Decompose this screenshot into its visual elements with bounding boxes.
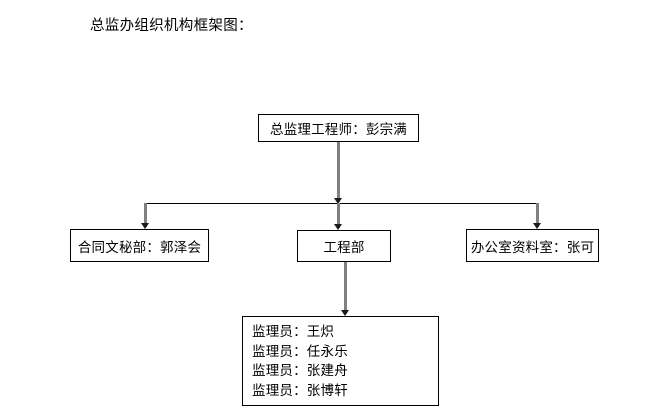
list-item: 监理员：张建舟 <box>252 363 348 379</box>
list-item: 监理员：王炽 <box>252 324 335 340</box>
node-office-archive-room: 办公室资料室：张可 <box>466 229 599 262</box>
arrowhead-engineering-dept-icon <box>334 224 342 230</box>
arrowhead-supervisors-icon <box>341 310 349 316</box>
connector-to-contract-dept <box>144 203 147 227</box>
node-label: 总监理工程师：彭宗满 <box>270 122 407 138</box>
node-chief-supervisor-engineer: 总监理工程师：彭宗满 <box>258 114 419 142</box>
connector-distribution-bar <box>145 203 538 204</box>
connector-to-office-archive <box>536 203 539 227</box>
node-supervisor-list: 监理员：王炽 监理员：任永乐 监理员：张建舟 监理员：张博轩 <box>242 316 439 406</box>
list-item: 监理员：张博轩 <box>252 382 348 399</box>
node-label: 合同文秘部：郭泽会 <box>77 239 202 256</box>
node-engineering-dept: 工程部 <box>297 230 391 262</box>
node-label: 办公室资料室：张可 <box>470 239 595 256</box>
connector-to-engineering-dept <box>337 203 340 228</box>
list-item: 监理员：任永乐 <box>252 343 348 360</box>
arrowhead-root-down-icon <box>334 198 342 204</box>
node-label: 工程部 <box>323 240 365 256</box>
arrowhead-contract-dept-icon <box>141 223 149 229</box>
connector-root-down <box>337 142 340 202</box>
arrowhead-office-archive-icon <box>533 223 541 229</box>
page-title: 总监办组织机构框架图： <box>90 18 253 34</box>
node-contract-secretary-dept: 合同文秘部：郭泽会 <box>70 229 209 262</box>
connector-engineering-to-supervisors <box>344 262 347 314</box>
